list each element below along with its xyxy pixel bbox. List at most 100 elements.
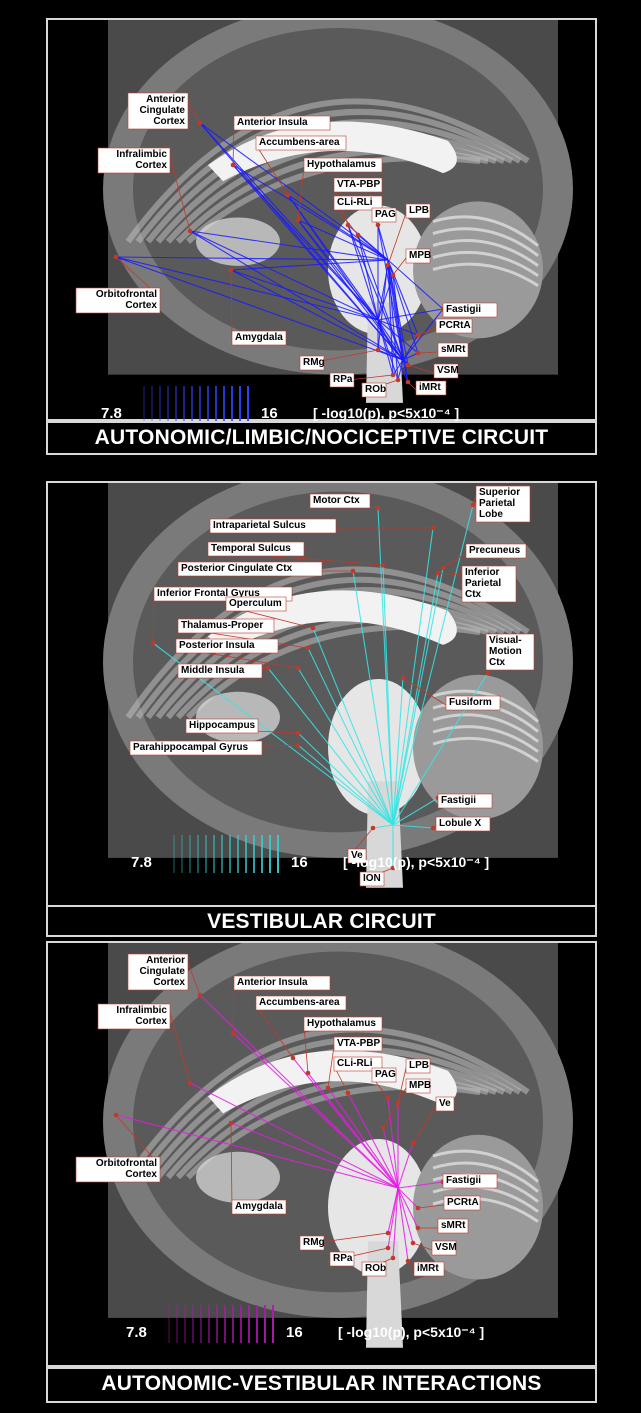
colorbar-min: 7.8	[101, 405, 122, 422]
region-node	[198, 993, 203, 998]
colorbar-tick	[215, 386, 217, 423]
region-label: Lobule X	[436, 817, 490, 831]
region-label: AnteriorCingulateCortex	[128, 93, 188, 129]
region-node	[296, 666, 301, 671]
region-label: SuperiorParietalLobe	[476, 486, 530, 522]
region-label: InfralimbicCortex	[98, 1004, 170, 1029]
colorbar-tick	[181, 835, 183, 873]
region-label: MPB	[406, 249, 431, 263]
region-node	[441, 566, 446, 571]
colorbar-tick	[191, 386, 193, 423]
region-node	[386, 263, 391, 268]
region-node	[391, 373, 396, 378]
region-label-text: Ve	[439, 1098, 451, 1109]
region-label-text: RMg	[303, 357, 325, 368]
region-label: Fusiform	[446, 696, 500, 710]
region-node	[406, 1259, 411, 1264]
region-label-text: Cortex	[135, 1016, 167, 1027]
region-label: Temporal Sulcus	[208, 542, 304, 556]
region-label: Middle Insula	[178, 664, 262, 678]
colorbar-tick	[168, 1305, 170, 1343]
region-label: Posterior Insula	[176, 639, 278, 653]
region-label: Hypothalamus	[304, 1017, 382, 1031]
region-node	[151, 641, 156, 646]
region-label-text: Fastigii	[446, 1175, 481, 1186]
region-label: Motor Ctx	[310, 494, 370, 508]
region-label-text: LPB	[409, 1060, 429, 1071]
region-label: PAG	[372, 208, 396, 222]
region-node	[396, 378, 401, 383]
colorbar-tick	[192, 1305, 194, 1343]
region-label-text: Ctx	[465, 589, 482, 600]
region-node	[471, 503, 476, 508]
region-node	[416, 351, 421, 356]
region-label: Fastigii	[443, 1174, 497, 1188]
panel-autonomic: AnteriorCingulateCortexInfralimbicCortex…	[46, 18, 597, 421]
region-node	[306, 646, 311, 651]
region-label-text: Cingulate	[139, 105, 185, 116]
colorbar-tick	[272, 1305, 274, 1343]
colorbar-tick	[239, 386, 241, 423]
colorbar-tick	[197, 835, 199, 873]
region-label: OrbitofrontalCortex	[76, 1157, 160, 1182]
region-node	[371, 826, 376, 831]
region-label-text: Motor Ctx	[313, 495, 360, 506]
colorbar-tick	[237, 835, 239, 873]
region-label-text: RPa	[333, 374, 353, 385]
region-label-text: sMRt	[441, 344, 466, 355]
region-label-text: Infralimbic	[116, 149, 167, 160]
region-label: Amygdala	[232, 1200, 286, 1214]
region-node	[376, 223, 381, 228]
colorbar-tick	[245, 835, 247, 873]
region-node	[286, 193, 291, 198]
region-node	[229, 1121, 234, 1126]
region-label: VTA-PBP	[334, 1037, 382, 1051]
region-label-text: ION	[363, 873, 381, 884]
region-node	[411, 1141, 416, 1146]
region-node	[401, 676, 406, 681]
colorbar-tick	[173, 835, 175, 873]
colorbar-tick	[256, 1305, 258, 1343]
colorbar-tick	[199, 386, 201, 423]
colorbar-max: 16	[286, 1324, 303, 1341]
colorbar-tick	[143, 386, 145, 423]
region-label-text: RPa	[333, 1253, 353, 1264]
region-label: RPa	[330, 373, 354, 387]
region-label: Hippocampus	[186, 719, 258, 733]
region-node	[114, 1113, 119, 1118]
region-label: Ve	[436, 1097, 454, 1111]
region-label-text: Fusiform	[449, 697, 492, 708]
region-label: RMg	[300, 1236, 325, 1250]
colorbar-tick	[224, 1305, 226, 1343]
region-node	[386, 1231, 391, 1236]
region-label: iMRt	[414, 1262, 444, 1276]
region-label: OrbitofrontalCortex	[76, 288, 160, 313]
region-node	[198, 121, 203, 126]
region-node	[416, 333, 421, 338]
colorbar-tick	[216, 1305, 218, 1343]
region-label-text: Motion	[489, 646, 522, 657]
region-label-text: Cortex	[125, 300, 157, 311]
region-node	[351, 569, 356, 574]
colorbar-tick	[159, 386, 161, 423]
colorbar-tick	[208, 1305, 210, 1343]
region-node	[291, 1056, 296, 1061]
region-label-text: Intraparietal Sulcus	[213, 520, 306, 531]
region-label-text: Fastigii	[446, 304, 481, 315]
colorbar-tick	[205, 835, 207, 873]
region-node	[381, 563, 386, 568]
region-label-text: PCRtA	[439, 320, 471, 331]
region-node	[376, 348, 381, 353]
region-label: RPa	[330, 1252, 354, 1266]
region-label: Fastigii	[443, 303, 497, 317]
colorbar-tick	[213, 835, 215, 873]
region-label: Accumbens-area	[256, 996, 346, 1010]
region-label-text: VSM	[435, 1242, 457, 1253]
colorbar-tick	[223, 386, 225, 423]
region-label: LPB	[406, 204, 430, 218]
region-label-text: iMRt	[417, 1263, 439, 1274]
colorbar-tick	[207, 386, 209, 423]
region-node	[311, 626, 316, 631]
region-label: InferiorParietalCtx	[462, 566, 516, 602]
